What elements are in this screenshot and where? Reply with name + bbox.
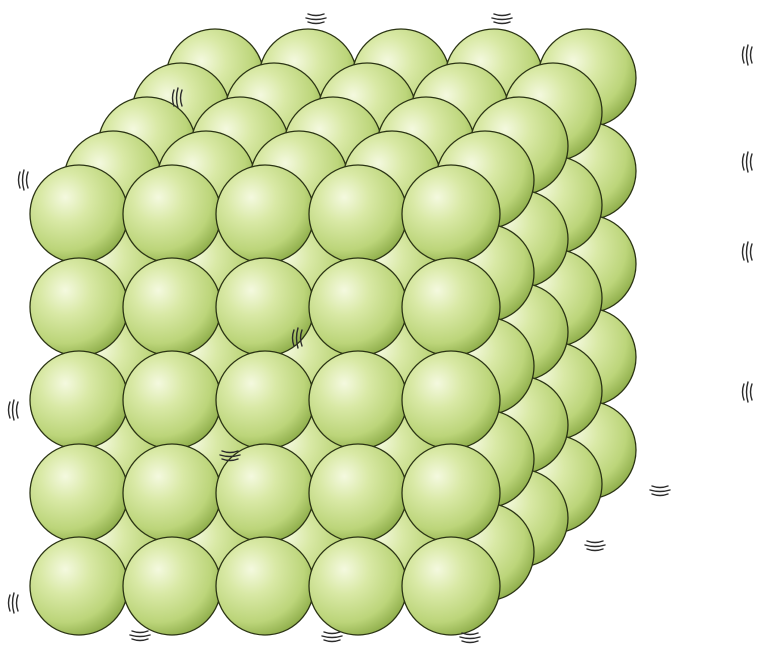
sphere [30,165,128,263]
sphere [309,537,407,635]
sphere [402,258,500,356]
vibration-mark [19,170,29,190]
vibration-mark [650,486,670,496]
sphere [123,258,221,356]
vibration-mark [743,45,753,65]
sphere [216,351,314,449]
sphere [30,351,128,449]
sphere [402,165,500,263]
sphere [309,351,407,449]
vibration-mark [460,633,480,643]
sphere [216,258,314,356]
vibration-mark [492,14,512,24]
vibration-mark [743,242,753,262]
sphere [216,537,314,635]
sphere [123,444,221,542]
sphere [309,165,407,263]
sphere [30,444,128,542]
sphere [123,351,221,449]
sphere [123,537,221,635]
sphere [309,444,407,542]
spheres-group [30,29,636,635]
vibration-mark [130,631,150,641]
sphere [309,258,407,356]
sphere [402,351,500,449]
vibration-mark [9,400,19,420]
sphere [402,444,500,542]
sphere [216,165,314,263]
vibration-mark [743,382,753,402]
sphere [30,537,128,635]
sphere [402,537,500,635]
vibration-mark [743,152,753,172]
vibration-mark [306,14,326,24]
vibration-mark [322,632,342,642]
sphere [216,444,314,542]
vibration-mark [9,593,19,613]
vibration-mark [585,541,605,551]
sphere [30,258,128,356]
sphere [123,165,221,263]
